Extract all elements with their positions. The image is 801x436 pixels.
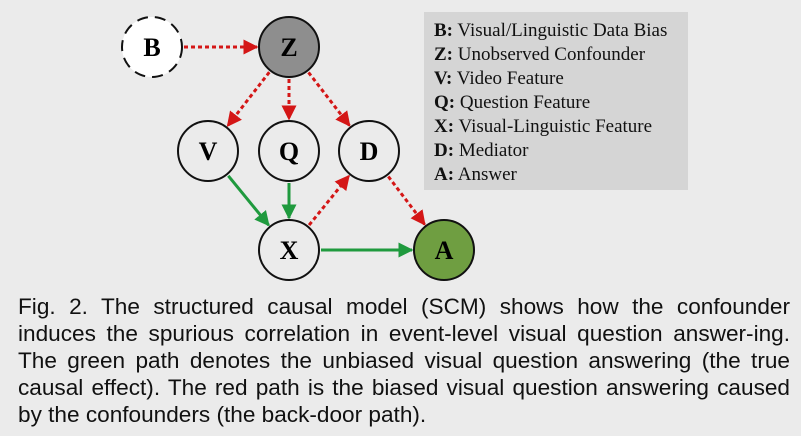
edge-v-x xyxy=(227,174,270,227)
legend-row: A: Answer xyxy=(434,163,688,187)
node-a-label: A xyxy=(435,236,454,265)
edge-d-a xyxy=(387,175,426,226)
node-q-circle xyxy=(258,120,320,182)
edge-layer xyxy=(184,39,426,258)
node-b-circle xyxy=(121,16,183,78)
edge-x-d xyxy=(307,174,351,227)
legend-key: B: xyxy=(434,20,453,41)
node-z: Z xyxy=(258,16,320,78)
node-b-label: B xyxy=(143,33,160,62)
legend-row: V: Video Feature xyxy=(434,67,688,91)
node-x: X xyxy=(258,219,320,281)
legend-key: V: xyxy=(434,68,453,89)
legend-text: Answer xyxy=(457,164,517,185)
legend-key: Q: xyxy=(434,92,456,113)
legend-text: Mediator xyxy=(458,140,529,161)
node-z-label: Z xyxy=(280,33,297,62)
edge-z-d xyxy=(307,71,351,127)
legend-box: B: Visual/Linguistic Data Bias Z: Unobse… xyxy=(424,12,688,190)
legend-key: X: xyxy=(434,116,455,137)
node-x-label: X xyxy=(280,236,299,265)
legend-key: A: xyxy=(434,164,455,185)
legend-text: Visual-Linguistic Feature xyxy=(458,116,653,137)
node-d: D xyxy=(338,120,400,182)
node-a: A xyxy=(413,219,475,281)
causal-graph: B Z V Q D X A xyxy=(121,16,475,281)
node-a-circle xyxy=(413,219,475,281)
edge-z-v xyxy=(226,71,271,127)
node-z-circle xyxy=(258,16,320,78)
legend-text: Visual/Linguistic Data Bias xyxy=(457,20,668,41)
figure-caption: Fig. 2. The structured causal model (SCM… xyxy=(18,294,790,427)
node-d-circle xyxy=(338,120,400,182)
node-q-label: Q xyxy=(279,137,299,166)
node-x-circle xyxy=(258,219,320,281)
legend-row: D: Mediator xyxy=(434,139,688,163)
node-v-label: V xyxy=(199,137,218,166)
legend-row: Q: Question Feature xyxy=(434,91,688,115)
legend-row: X: Visual-Linguistic Feature xyxy=(434,115,688,139)
legend-key: D: xyxy=(434,140,455,161)
legend-text: Question Feature xyxy=(459,92,591,113)
node-b: B xyxy=(121,16,183,78)
legend-key: Z: xyxy=(434,44,453,65)
node-q: Q xyxy=(258,120,320,182)
node-d-label: D xyxy=(360,137,379,166)
legend-row: Z: Unobserved Confounder xyxy=(434,43,688,67)
node-v: V xyxy=(177,120,239,182)
legend-text: Unobserved Confounder xyxy=(457,44,646,65)
legend-text: Video Feature xyxy=(456,68,564,89)
legend-row: B: Visual/Linguistic Data Bias xyxy=(434,19,688,43)
node-v-circle xyxy=(177,120,239,182)
